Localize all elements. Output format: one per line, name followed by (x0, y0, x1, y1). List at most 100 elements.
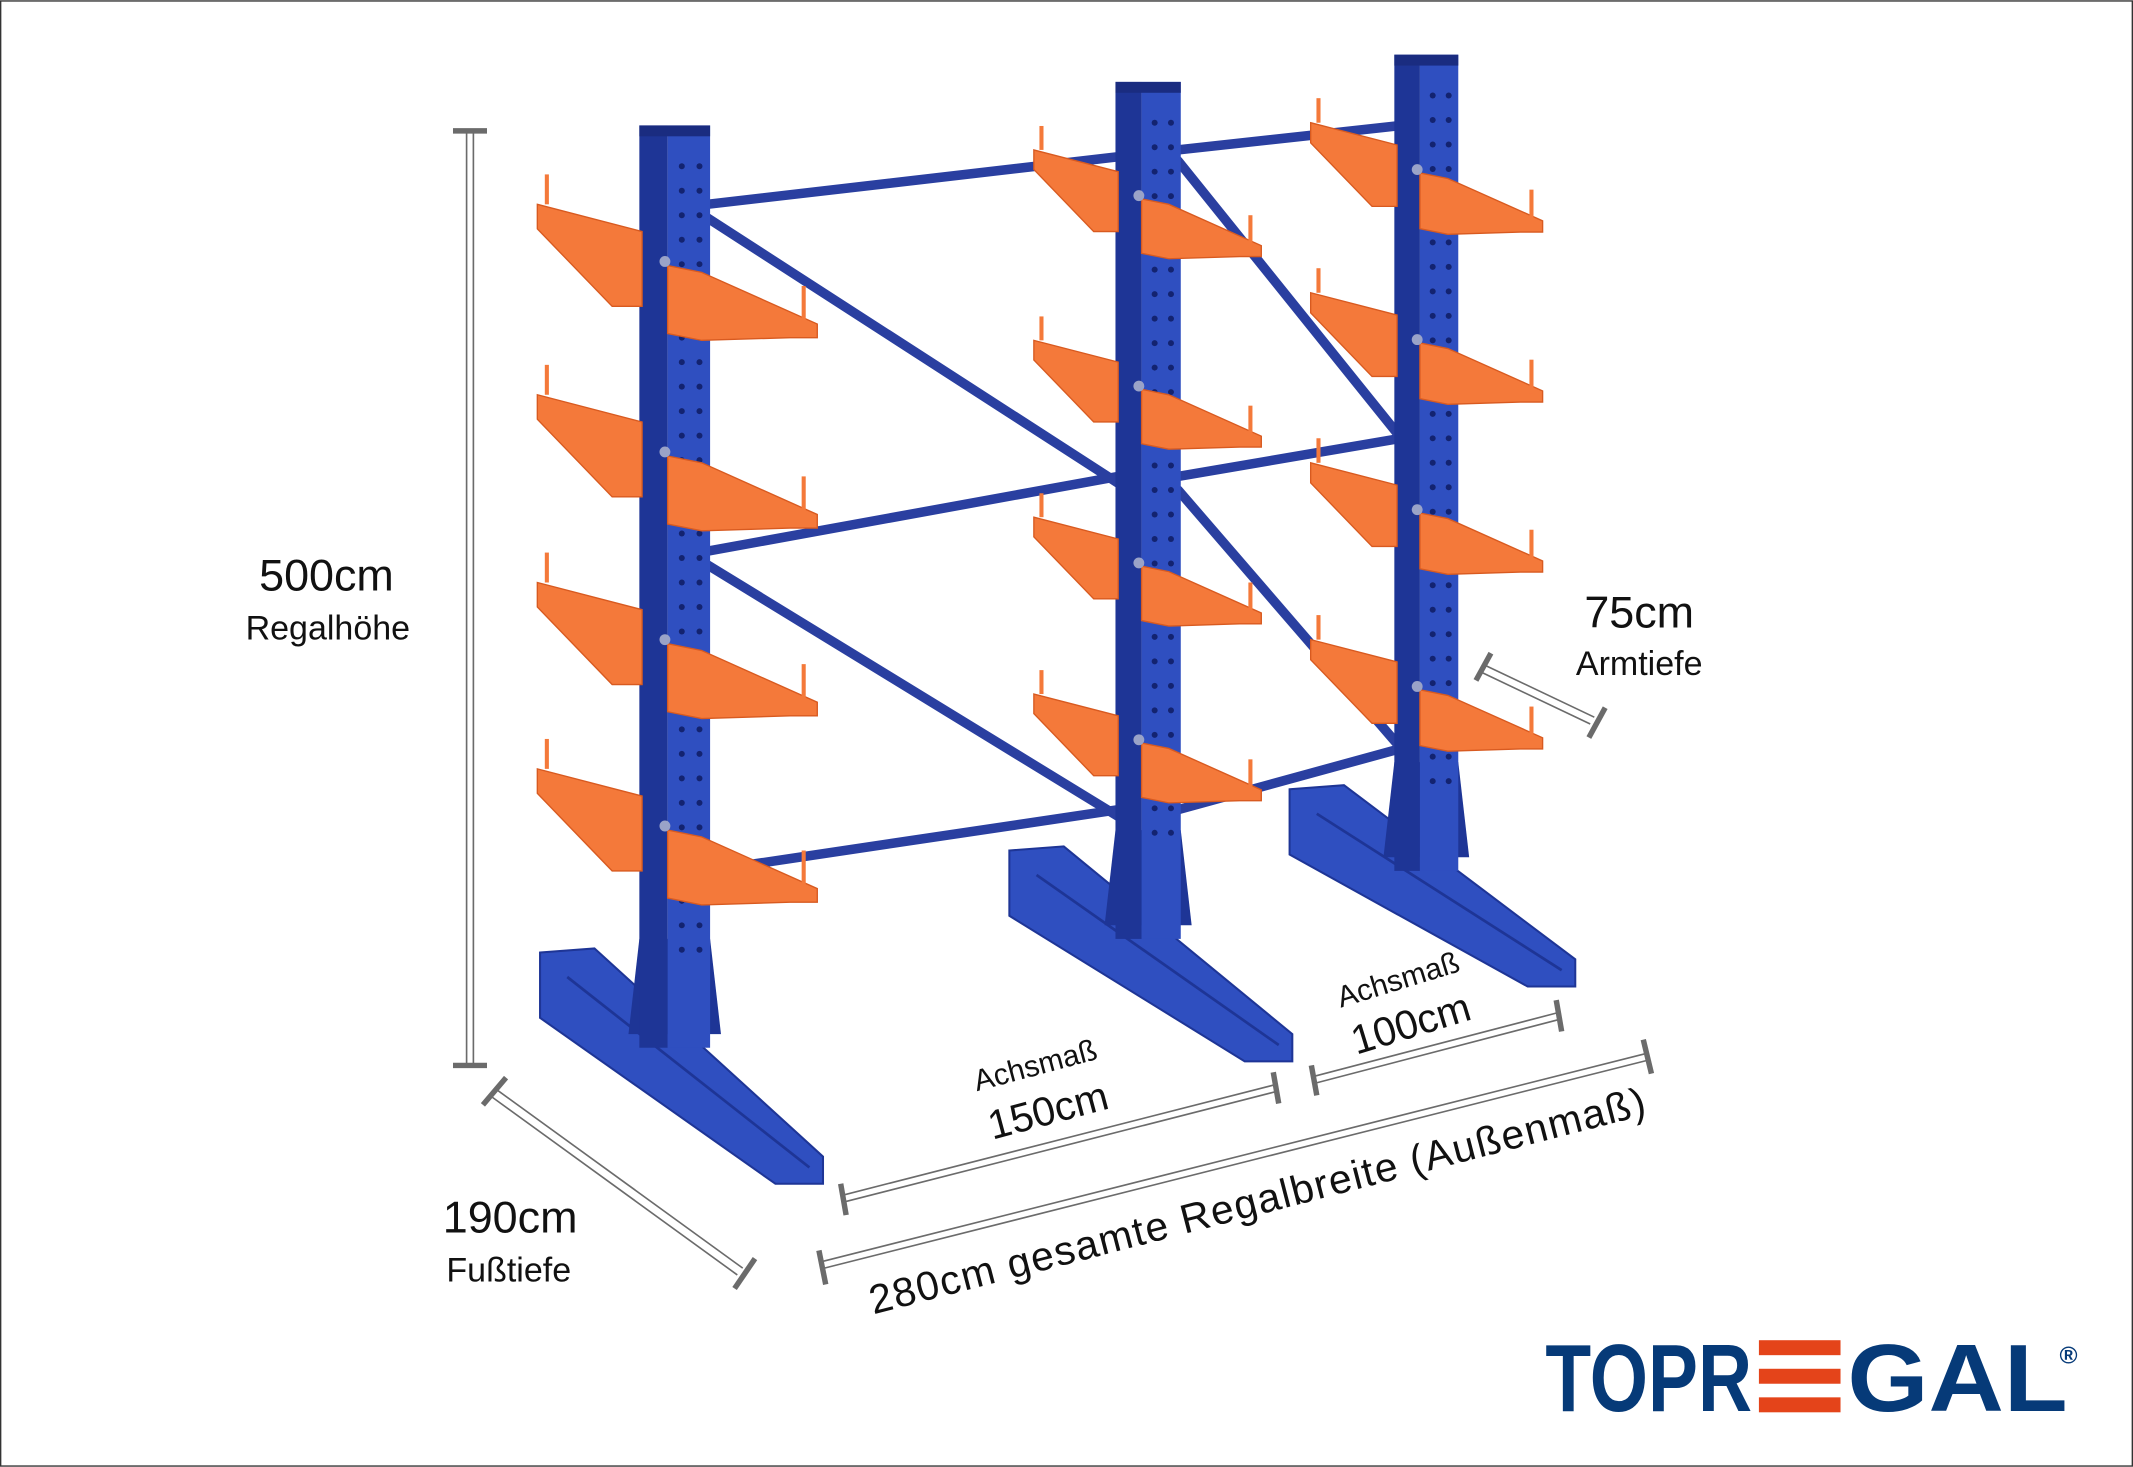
upright-hole (1167, 682, 1174, 689)
brace-bar (702, 213, 1123, 488)
upright-hole (1167, 658, 1174, 665)
back-arm (1033, 516, 1119, 600)
upright-hole (1167, 119, 1174, 126)
arm-depth-dimension-line (1473, 651, 1608, 739)
upright-hole (1167, 731, 1174, 738)
upright-hole (696, 628, 703, 635)
upright-hole (678, 187, 685, 194)
upright-hole (696, 922, 703, 929)
arm-bolt (1411, 681, 1423, 692)
axis-100-dimension-line (1308, 999, 1565, 1096)
back-arm (1033, 149, 1119, 233)
back-arm (1309, 121, 1398, 208)
upright-hole (1429, 655, 1436, 662)
upright-hole (1429, 337, 1436, 344)
brace-bar (1173, 433, 1406, 482)
upright-hole (696, 603, 703, 610)
upright-hole (1167, 193, 1174, 200)
upright-hole (1151, 315, 1158, 322)
upright-hole (678, 212, 685, 219)
arm-bolt (1411, 504, 1423, 516)
upright-side (1115, 81, 1142, 939)
upright-hole (1151, 731, 1158, 738)
foot-depth-value: 190cm (443, 1192, 578, 1243)
upright-hole (1151, 682, 1158, 689)
arm-bolt (659, 256, 671, 267)
upright-hole (1167, 389, 1174, 396)
upright-hole (678, 726, 685, 733)
upright-hole (1429, 582, 1436, 589)
upright-hole (1151, 144, 1158, 151)
upright-hole (1429, 778, 1436, 785)
arm-bolt (1133, 190, 1145, 202)
upright-hole (1151, 266, 1158, 273)
arm-bolt (1133, 380, 1145, 392)
upright-hole (678, 359, 685, 366)
upright-hole (678, 261, 685, 268)
arm-bolt (659, 820, 671, 832)
brace-bar (702, 804, 1123, 876)
upright-hole (696, 261, 703, 268)
upright-hole (1429, 435, 1436, 442)
logo-e-bar (1758, 1368, 1841, 1384)
axis-150-dimension-line (838, 1071, 1282, 1216)
upright-hole (1445, 116, 1452, 123)
upright-hole (1429, 312, 1436, 319)
logo-e-bar (1758, 1397, 1841, 1413)
upright-column (1309, 54, 1544, 871)
upright-hole (1429, 263, 1436, 270)
upright-hole (678, 922, 685, 929)
front-arm (1140, 198, 1262, 260)
upright-hole (1151, 119, 1158, 126)
upright-hole (678, 530, 685, 537)
upright-hole (1445, 606, 1452, 613)
base-foot-edge (1035, 873, 1280, 1047)
upright-cap (1394, 54, 1459, 66)
upright-hole (1445, 239, 1452, 246)
upright-hole (1167, 633, 1174, 640)
upright-hole (1429, 753, 1436, 760)
upright-hole (1445, 655, 1452, 662)
upright-hole (1167, 266, 1174, 273)
arm-bolt (659, 446, 671, 458)
brace-bar (1173, 120, 1406, 155)
upright-hole (1151, 633, 1158, 640)
upright-hole (1445, 288, 1452, 295)
upright-hole (1151, 805, 1158, 812)
upright-hole (678, 824, 685, 831)
height-value: 500cm (259, 550, 394, 601)
upright-hole (1167, 364, 1174, 371)
upright-front (667, 125, 711, 1048)
upright-hole (1151, 364, 1158, 371)
upright-hole (1167, 315, 1174, 322)
upright-hole (1429, 116, 1436, 123)
upright-hole (1445, 753, 1452, 760)
upright-hole (1167, 829, 1174, 836)
back-arm (536, 393, 643, 498)
logo-e-bar (1758, 1340, 1841, 1356)
back-arm (536, 767, 643, 872)
upright-hole (1429, 92, 1436, 99)
upright-hole (696, 530, 703, 537)
upright-hole (1151, 168, 1158, 175)
upright-hole (1151, 511, 1158, 518)
upright-side (1394, 54, 1420, 871)
front-arm (1140, 742, 1262, 804)
upright-hole (696, 799, 703, 806)
upright-hole (696, 212, 703, 219)
base-foot-beam (1288, 784, 1577, 988)
upright-hole (678, 946, 685, 953)
back-arm (1309, 291, 1398, 378)
back-arm (536, 203, 643, 308)
upright-hole (1429, 165, 1436, 172)
upright-hole (696, 750, 703, 757)
upright-hole (1167, 462, 1174, 469)
upright-hole (696, 824, 703, 831)
upright-hole (1429, 680, 1436, 687)
upright-hole (1445, 337, 1452, 344)
upright-hole (678, 603, 685, 610)
upright-hole (1429, 288, 1436, 295)
upright-hole (1151, 462, 1158, 469)
upright-hole (1167, 291, 1174, 298)
upright-hole (1429, 459, 1436, 466)
